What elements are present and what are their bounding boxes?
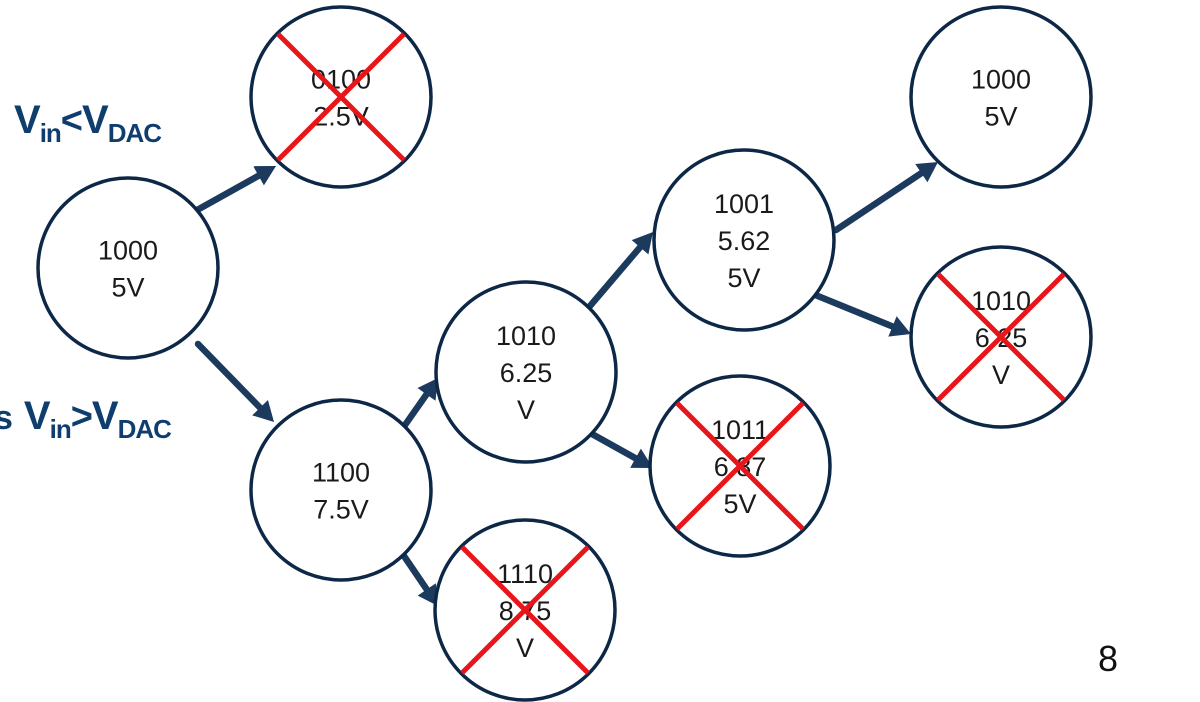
reject-x-icon (675, 401, 805, 531)
node-text-line: 1000 (971, 65, 1031, 95)
vin-symbol: V (14, 98, 41, 142)
node-text-line: 5.62 (718, 226, 771, 256)
tree-node-n1010a: 1010 6.25V (434, 280, 618, 464)
in-subscript: in (39, 118, 62, 148)
tree-node-root: 1000 5V (36, 176, 220, 360)
tree-node-n1011: 10116.875V (648, 374, 832, 558)
tree-node-n1100: 1100 7.5V (249, 398, 433, 582)
node-circle (652, 148, 836, 332)
edge-n1001-to-n1000b (832, 162, 938, 234)
vin-symbol: V (23, 394, 51, 438)
tree-node-n1000b: 1000 5V (909, 5, 1093, 189)
dac-subscript: DAC (107, 118, 162, 148)
node-circle (434, 280, 618, 464)
dac-subscript: DAC (117, 414, 172, 444)
node-text-line: 5V (727, 263, 760, 293)
node-text-line: 1010 (971, 286, 1031, 316)
node-text-line: 1001 (714, 189, 774, 219)
tree-node-n1110: 11108.75V (433, 518, 617, 702)
arrow-head-icon (888, 316, 911, 337)
node-circle (36, 176, 220, 360)
arrow-shaft (586, 242, 645, 310)
node-text-line: 1011 (711, 415, 769, 445)
node-text-line: V (992, 360, 1010, 390)
edge-n1010a-to-n1001 (586, 232, 653, 310)
arrow-shaft (400, 552, 432, 595)
reject-x-icon (276, 32, 406, 162)
edges-layer (186, 162, 938, 606)
less-than-operator: < (60, 100, 83, 142)
edge-n1001-to-n1010b (804, 288, 911, 337)
reject-x-icon (936, 272, 1066, 402)
edge-n1010a-to-n1011 (588, 430, 653, 468)
condition-label-less-than: Vin<VDAC (14, 98, 162, 148)
arrow-head-icon (417, 378, 438, 401)
arrow-head-icon (417, 583, 438, 606)
arrow-head-icon (631, 232, 653, 255)
arrow-shaft (832, 168, 927, 234)
arrow-head-icon (630, 448, 653, 468)
node-text-line: 5V (723, 489, 756, 519)
node-text-line: 6.25 (500, 358, 553, 388)
edge-root-to-n0100 (186, 166, 276, 218)
cutoff-prefix-text: s (0, 399, 13, 437)
arrow-shaft (588, 430, 641, 463)
node-text-line: 1110 (497, 559, 553, 589)
vdac-symbol: V (82, 98, 109, 142)
greater-than-operator: > (70, 396, 93, 438)
node-text-line: 1000 (98, 236, 158, 266)
node-text-line: V (516, 633, 534, 663)
node-text-line: 7.5V (313, 495, 369, 525)
tree-node-n1001: 1001 5.62 5V (652, 148, 836, 332)
page-number: 8 (1098, 638, 1119, 679)
edge-root-to-n1100 (194, 340, 274, 422)
node-text-line: 5V (111, 273, 144, 303)
arrow-head-icon (253, 166, 276, 186)
node-circle (909, 5, 1093, 189)
node-text-line: 1100 (312, 458, 370, 488)
vdac-symbol: V (91, 394, 119, 438)
reject-x-icon (460, 545, 590, 675)
nodes-layer: 10005V01002.5V11007.5V11108.75V10106.25V… (36, 5, 1093, 702)
arrow-shaft (804, 288, 898, 331)
arrow-shaft (194, 340, 265, 413)
node-text-line: 1010 (496, 321, 556, 351)
edge-n1100-to-n1010a (401, 378, 438, 429)
arrow-head-icon (252, 399, 274, 422)
arrow-shaft (401, 389, 431, 429)
node-circle (249, 398, 433, 582)
edge-n1100-to-n1110 (400, 552, 438, 606)
arrow-shaft (186, 171, 264, 218)
in-subscript: in (49, 414, 72, 444)
node-text-line: 5V (984, 102, 1017, 132)
arrow-head-icon (915, 162, 938, 183)
node-text-line: V (517, 395, 535, 425)
